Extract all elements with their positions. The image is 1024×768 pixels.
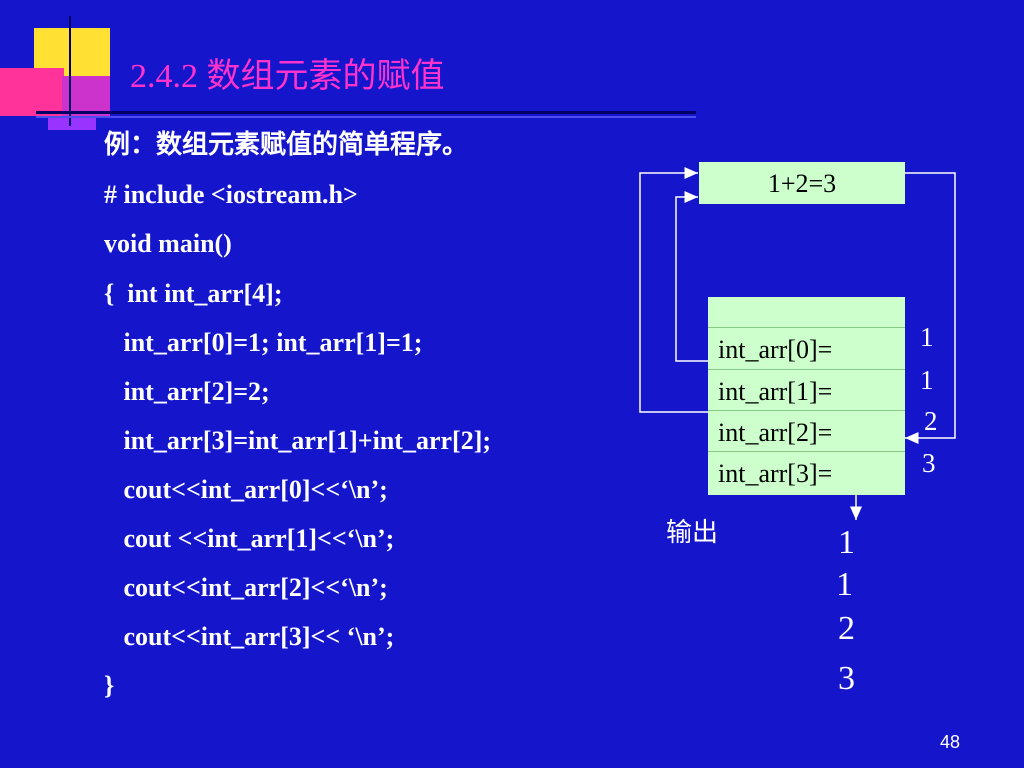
array-row-0: int_arr[0]=: [708, 327, 905, 367]
code-line-8: cout <<int_arr[1]<<‘\n’;: [104, 524, 395, 553]
array-row-3: int_arr[3]=: [708, 451, 905, 491]
sum-box: 1+2=3: [699, 162, 905, 204]
code-line-10: cout<<int_arr[3]<< ‘\n’;: [104, 622, 395, 651]
code-line-2: void main(): [104, 229, 232, 258]
arrow-arr1-to-sum: [675, 191, 708, 362]
array-row-1: int_arr[1]=: [708, 369, 905, 409]
title-rule: [36, 111, 696, 114]
code-line-3: { int int_arr[4];: [104, 279, 283, 308]
decor-pink-square: [0, 68, 64, 116]
intro-text: 例：数组元素赋值的简单程序。: [104, 130, 469, 159]
array-value-1: 1: [920, 365, 934, 395]
array-value-2: 2: [924, 406, 938, 436]
title-rule-highlight: [36, 116, 696, 118]
code-line-1: # include <iostream.h>: [104, 180, 358, 209]
page-title: 2.4.2 数组元素的赋值: [130, 58, 445, 95]
output-value-2: 2: [838, 610, 855, 647]
decor-vertical-line: [69, 16, 71, 126]
array-value-3: 3: [922, 448, 936, 478]
code-line-11: }: [104, 671, 115, 700]
output-value-3: 3: [838, 660, 855, 697]
code-line-7: cout<<int_arr[0]<<‘\n’;: [104, 475, 388, 504]
output-value-1: 1: [836, 566, 853, 603]
array-value-0: 1: [920, 322, 934, 352]
array-row-2: int_arr[2]=: [708, 410, 905, 450]
code-line-6: int_arr[3]=int_arr[1]+int_arr[2];: [104, 426, 492, 455]
output-label: 输出: [666, 518, 719, 547]
code-line-9: cout<<int_arr[2]<<‘\n’;: [104, 573, 388, 602]
arrow-sum-to-arr3: [905, 172, 956, 444]
code-line-4: int_arr[0]=1; int_arr[1]=1;: [104, 328, 423, 357]
array-box: int_arr[0]= int_arr[1]= int_arr[2]= int_…: [708, 297, 905, 495]
code-line-5: int_arr[2]=2;: [104, 377, 270, 406]
output-value-0: 1: [838, 524, 855, 561]
page-number: 48: [940, 732, 961, 752]
decor-purple-square: [48, 116, 96, 130]
arrow-arr2-to-sum: [639, 167, 708, 413]
